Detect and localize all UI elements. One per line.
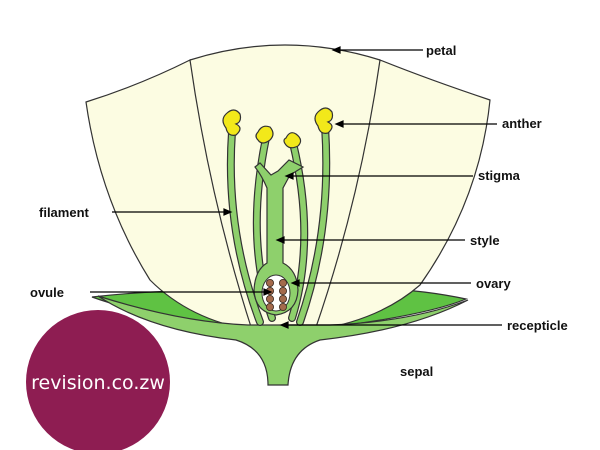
watermark-badge: revision.co.zw <box>26 310 170 450</box>
watermark-text: revision.co.zw <box>31 372 165 394</box>
anther-1 <box>222 109 242 136</box>
ovules <box>265 278 287 311</box>
label-ovary: ovary <box>476 276 511 291</box>
label-anther: anther <box>502 116 542 131</box>
petal-right-shape <box>314 59 491 331</box>
petal-left-shape <box>85 59 253 331</box>
label-filament: filament <box>39 205 90 220</box>
pistil <box>253 159 305 316</box>
anthers <box>222 107 334 149</box>
label-recepticle: recepticle <box>507 318 568 333</box>
label-sepal: sepal <box>400 364 433 379</box>
label-stigma: stigma <box>478 168 521 183</box>
receptacle-stalk <box>97 295 469 386</box>
label-style: style <box>470 233 500 248</box>
pointer-lines <box>90 46 502 329</box>
label-petal: petal <box>426 43 456 58</box>
anther-4 <box>314 107 334 134</box>
label-ovule: ovule <box>30 285 64 300</box>
anther-2 <box>255 125 274 144</box>
anther-3 <box>283 132 302 149</box>
